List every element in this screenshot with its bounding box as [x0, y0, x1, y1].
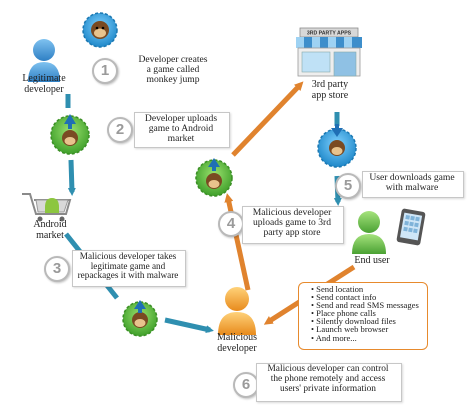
arrow-repackage-to-malicious — [164, 317, 214, 334]
step-number-5: 5 — [335, 173, 361, 199]
step-2-text: Developer uploads game to Android market — [144, 113, 218, 145]
step-5-box — [362, 171, 464, 198]
arrow-upload-to-store — [231, 81, 304, 157]
step-number-4: 4 — [218, 211, 244, 237]
malware-action-item: Send and read SMS messages — [311, 301, 427, 310]
step-1-text: Developer creates a game called monkey j… — [138, 54, 208, 86]
arrow-upload-to-market — [67, 159, 76, 196]
step-2-box — [134, 112, 230, 148]
step-6-box — [256, 363, 402, 402]
step-6-text: Malicious developer can control the phon… — [267, 364, 389, 394]
malware-actions-list: Send location Send contact info Send and… — [299, 285, 427, 342]
malicious-developer-icon — [218, 287, 256, 335]
malware-action-item: Send location — [311, 285, 427, 294]
store-sign-label: 3RD PARTY APPS — [307, 31, 352, 37]
malware-action-item: And more... — [311, 333, 427, 342]
malware-actions-box: Send location Send contact info Send and… — [298, 282, 428, 350]
upload-badge-icon — [50, 114, 90, 155]
end-user-icon — [352, 211, 386, 254]
legitimate-developer-icon — [28, 39, 60, 82]
end-user-label: End user — [354, 255, 390, 266]
malicious-upload-badge-icon — [195, 158, 233, 197]
step-number-3: 3 — [44, 256, 70, 282]
malware-action-item: Launch web browser — [311, 325, 427, 334]
malicious-developer-label: Malicious developer — [217, 332, 257, 354]
download-badge-icon — [317, 124, 357, 168]
malware-action-item: Silently download files — [311, 317, 427, 326]
monkey-badge-icon — [82, 12, 118, 48]
malware-action-item: Send contact info — [311, 293, 427, 302]
android-market-icon — [22, 193, 72, 222]
third-party-store-label: 3rd party app store — [311, 79, 349, 101]
third-party-store-icon — [296, 27, 362, 77]
step-3-text: Malicious developer takes legitimate gam… — [77, 251, 179, 281]
malware-action-item: Place phone calls — [311, 309, 427, 318]
step-number-1: 1 — [92, 58, 118, 84]
repackaged-game-badge-icon — [122, 300, 158, 337]
step-5-text: User downloads game with malware — [369, 172, 455, 194]
legitimate-developer-label: Legitimate developer — [22, 73, 66, 95]
step-4-text: Malicious developer uploads game to 3rd … — [252, 207, 332, 239]
step-3-box — [72, 250, 186, 287]
step-number-2: 2 — [107, 117, 133, 143]
android-market-label: Android market — [33, 219, 67, 241]
step-4-box — [242, 206, 344, 244]
phone-icon — [396, 208, 426, 246]
